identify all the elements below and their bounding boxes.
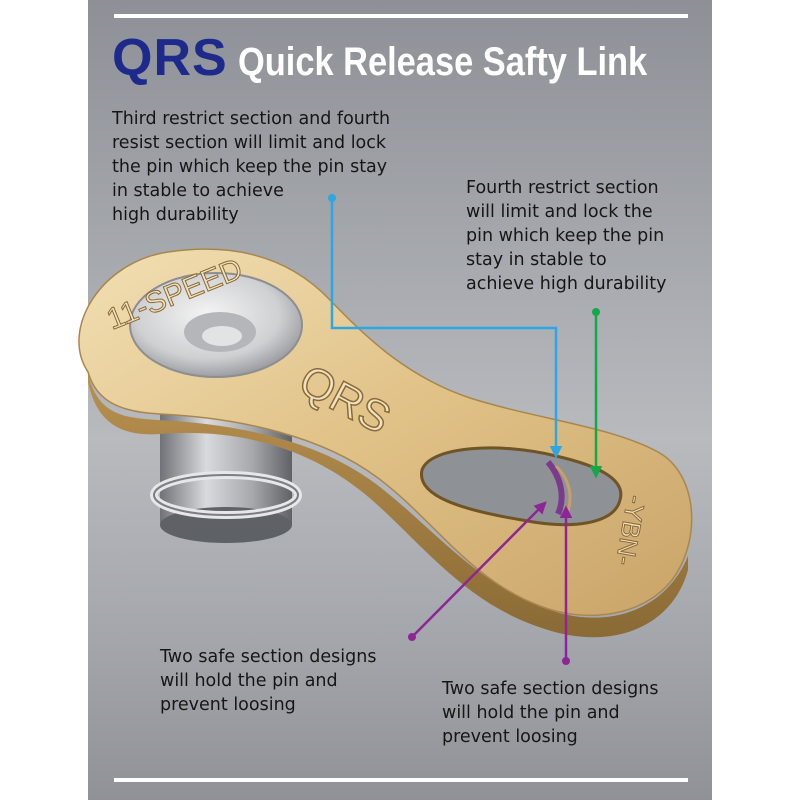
brand-logo: QRS — [112, 29, 228, 87]
page-title: Quick Release Safty Link — [237, 40, 647, 84]
callout-third-fourth-restrict: Third restrict section and fourth resist… — [112, 109, 391, 225]
leader-green — [589, 308, 603, 479]
callout-safe-section-left: Two safe section designs will hold the p… — [160, 647, 377, 715]
leader-blue — [328, 194, 563, 459]
leader-purple-right — [559, 505, 573, 665]
link-plate-edge — [88, 374, 688, 638]
leader-purple-left — [408, 501, 547, 641]
top-divider — [114, 14, 688, 18]
rivet-head — [129, 272, 303, 378]
slot-opening — [420, 446, 623, 527]
callout-safe-section-right: Two safe section designs will hold the p… — [442, 679, 659, 747]
bottom-divider — [114, 778, 688, 782]
callout-fourth-restrict: Fourth restrict section will limit and l… — [466, 178, 667, 294]
